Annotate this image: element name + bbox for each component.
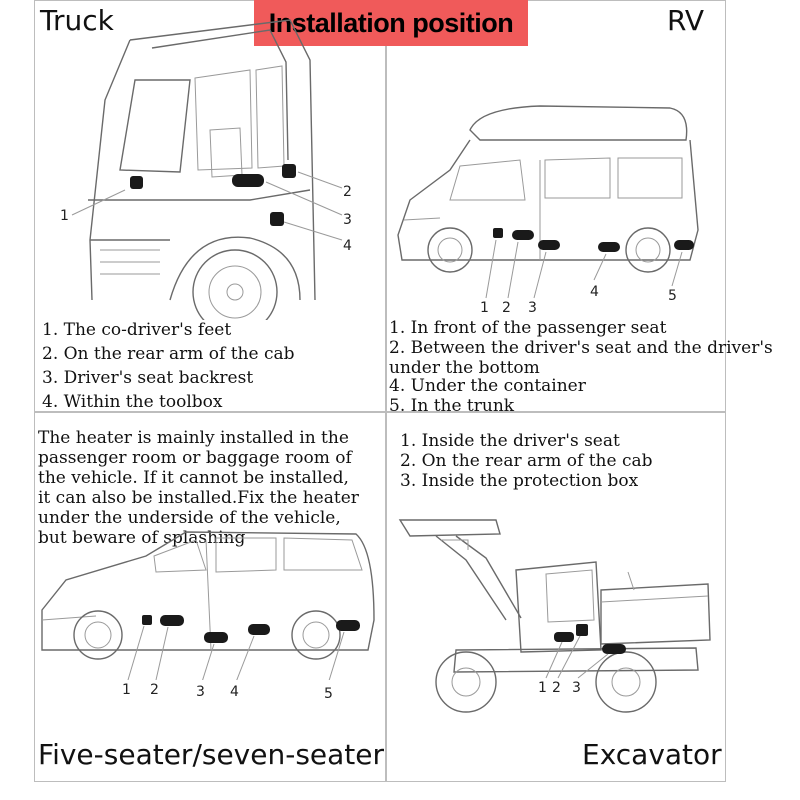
rv-drawing: [397, 105, 699, 299]
van-drawing: [41, 531, 375, 680]
rv-callout-3: 3: [528, 300, 537, 316]
rv-callout-1: 1: [480, 300, 489, 316]
truck-callout-3: 3: [343, 212, 352, 228]
rv-item-2-cont: under the bottom: [389, 358, 540, 378]
rv-label: RV: [667, 4, 705, 37]
rv-item-4: 4. Under the container: [389, 376, 586, 396]
van-description: The heater is mainly installed in the pa…: [38, 428, 383, 548]
excavator-item-2: 2. On the rear arm of the cab: [400, 451, 653, 471]
truck-panel: [34, 0, 386, 412]
truck-callout-1: 1: [60, 208, 69, 224]
van-callout-5: 5: [324, 686, 333, 702]
excavator-drawing: [398, 519, 711, 713]
excavator-callout-2: 2: [552, 680, 561, 696]
rv-panel: [386, 0, 726, 412]
van-description-line-1: The heater is mainly installed in the: [38, 428, 349, 448]
truck-item-4: 4. Within the toolbox: [42, 392, 223, 412]
rv-callout-4: 4: [590, 284, 599, 300]
truck-drawing: [71, 19, 343, 320]
van-description-line-4: it can also be installed.Fix the heater: [38, 488, 359, 508]
van-callout-4: 4: [230, 684, 239, 700]
rv-item-2: 2. Between the driver's seat and the dri…: [389, 338, 773, 358]
truck-item-1: 1. The co-driver's feet: [42, 320, 232, 340]
rv-item-5: 5. In the trunk: [389, 396, 515, 416]
van-callout-2: 2: [150, 682, 159, 698]
excavator-label: Excavator: [582, 738, 722, 771]
excavator-callout-1: 1: [538, 680, 547, 696]
rv-callout-2: 2: [502, 300, 511, 316]
van-panel: [34, 412, 386, 782]
van-description-line-5: under the underside of the vehicle,: [38, 508, 341, 528]
van-description-line-6: but beware of splashing: [38, 528, 246, 548]
van-callout-3: 3: [196, 684, 205, 700]
van-label: Five-seater/seven-seater: [38, 738, 385, 771]
truck-item-2: 2. On the rear arm of the cab: [42, 344, 295, 364]
excavator-callout-3: 3: [572, 680, 581, 696]
truck-callout-2: 2: [343, 184, 352, 200]
van-description-line-3: the vehicle. If it cannot be installed,: [38, 468, 349, 488]
van-callout-1: 1: [122, 682, 131, 698]
truck-label: Truck: [40, 4, 114, 37]
truck-item-3: 3. Driver's seat backrest: [42, 368, 254, 388]
van-description-line-2: passenger room or baggage room of: [38, 448, 352, 468]
excavator-panel: [386, 412, 726, 782]
rv-item-1: 1. In front of the passenger seat: [389, 318, 667, 338]
excavator-item-3: 3. Inside the protection box: [400, 471, 639, 491]
truck-callout-4: 4: [343, 238, 352, 254]
excavator-item-1: 1. Inside the driver's seat: [400, 431, 620, 451]
rv-callout-5: 5: [668, 288, 677, 304]
